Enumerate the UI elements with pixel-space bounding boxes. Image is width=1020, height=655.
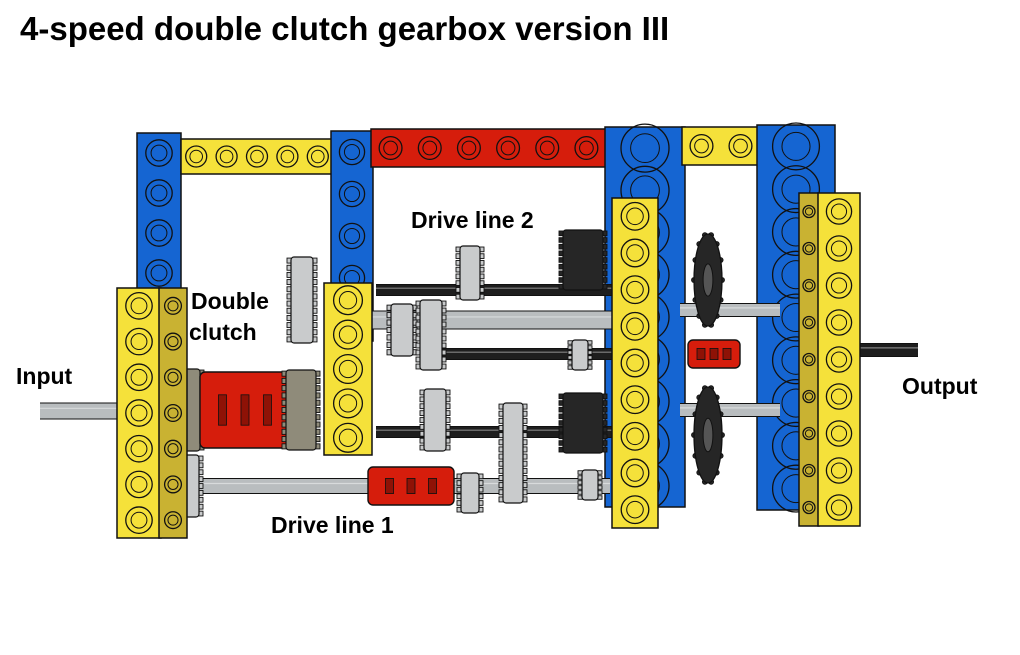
double-clutch-label-line2: clutch [189,319,257,345]
upper-output-gear-axle [680,303,780,317]
output-axle [850,343,918,357]
clutch-upper-gear [286,256,318,344]
black-gear-upper [558,229,608,291]
top-yellow-beam [180,138,334,175]
middle-black-axle [440,348,620,360]
left-front-shade-beam [158,287,188,539]
top-right-yellow-beam [681,126,761,166]
middle-small-gear [567,339,593,371]
drive-line-2-label: Drive line 2 [411,207,534,233]
input-label: Input [16,363,73,389]
double-clutch-right-gear [281,369,321,451]
lower-gear-a [419,388,451,452]
center-front-yellow-beam [323,282,373,456]
output-front-yellow-beam [817,192,861,527]
left-front-yellow-beam [116,287,162,539]
black-gear-lower [558,392,608,454]
drive-line-1-gear-a [456,472,484,514]
output-red-coupler [687,339,741,369]
double-clutch-label-line1: Double [191,288,269,314]
output-label: Output [902,373,978,399]
double-clutch-red-body [199,371,291,449]
drive-line-1-label: Drive line 1 [271,512,394,538]
drive-line-2-top-gear [455,245,485,301]
upper-output-wheel [691,232,725,328]
lower-output-gear-axle [680,403,780,417]
drive-line-1-small-gear [577,469,603,501]
drive-line-1-red-coupler [367,466,455,506]
drive-line-2-gear-b [415,299,447,371]
back-frame-layer [136,122,836,513]
drive-line-2-gear-a [386,303,418,357]
page-title: 4-speed double clutch gearbox version II… [20,10,670,47]
front-frame-layer [116,192,861,539]
right-front-yellow-beam [611,197,659,529]
lower-output-wheel [691,385,725,485]
top-red-beam [370,128,607,168]
output-shade-beam [798,192,820,527]
drive-line-1-gear-b [498,402,528,504]
